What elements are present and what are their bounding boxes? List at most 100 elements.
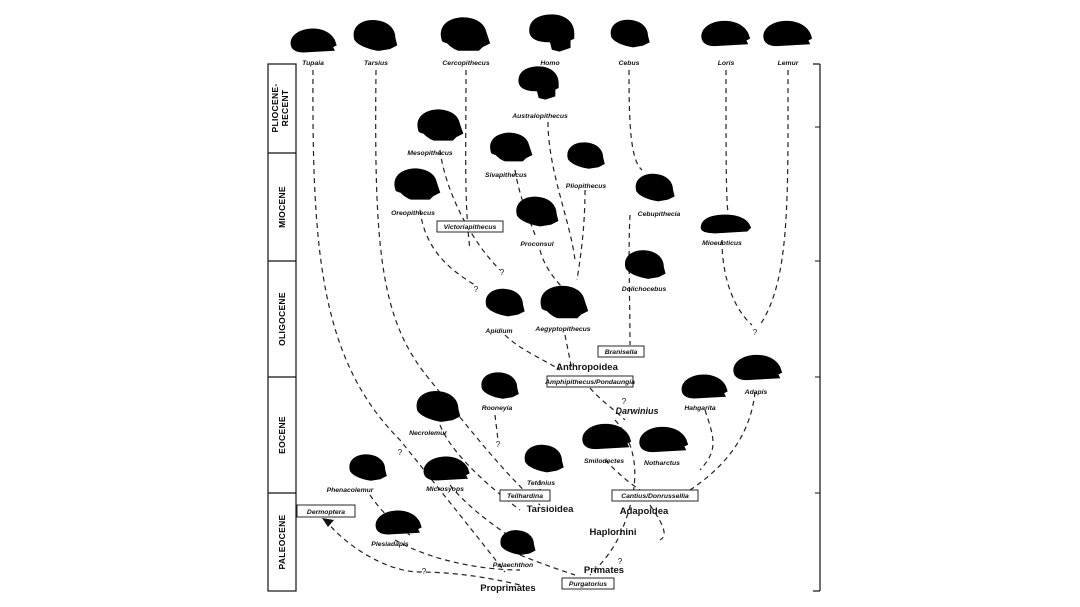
box-teilhardina: [499, 489, 551, 502]
box-victoriapithecus: [436, 220, 504, 233]
lineage-adapis: [689, 391, 756, 491]
extant-labels: Tupaia Tarsius Cercopithecus Homo Cebus …: [302, 60, 799, 67]
skull-cebus-icon: [610, 19, 650, 48]
label-dermoptera: Dermoptera: [307, 509, 345, 516]
label-tarsius: Tarsius: [364, 60, 388, 67]
qmark: ?: [422, 567, 427, 576]
skull-phenacolemur-icon: [349, 454, 387, 481]
group-labels: Anthropoidea Tarsioidea Adapoidea Haplor…: [480, 362, 669, 594]
label-lemur: Lemur: [778, 60, 799, 67]
label-branisella: Branisella: [605, 349, 638, 356]
label-darwinius: Darwinius: [615, 406, 658, 416]
lineage-palaechthon: [519, 554, 576, 576]
label-aegyptopithecus: Aegyptopithecus: [534, 326, 590, 333]
skull-australopithecus-icon: [518, 66, 559, 100]
lineage-pliopithecus: [576, 189, 586, 281]
epoch-frame: [267, 63, 297, 592]
epoch-pliocene-line2: RECENT: [280, 89, 290, 126]
fossil-labels: Australopithecus Mesopithecus Sivapithec…: [327, 113, 768, 569]
qmark: ?: [753, 328, 758, 337]
label-phenacolemur: Phenacolemur: [327, 487, 374, 494]
label-notharctus: Notharctus: [644, 460, 680, 467]
label-purgatorius: Purgatorius: [569, 581, 607, 588]
label-rooneyia: Rooneyia: [482, 405, 513, 412]
skull-tupaia-icon: [290, 28, 337, 53]
label-victoriapithecus: Victoriapithecus: [444, 224, 497, 231]
label-tupaia: Tupaia: [302, 60, 324, 67]
label-smilodectes: Smilodectes: [584, 458, 624, 465]
skull-tetonius-icon: [524, 444, 564, 473]
lineage-lemur: [759, 69, 789, 326]
epoch-oligocene: OLIGOCENE: [277, 292, 287, 346]
label-hahgarita: Hahgarita: [684, 405, 716, 412]
label-necrolemur: Necrolemur: [409, 430, 447, 437]
epoch-column: PLIOCENE- RECENT MIOCENE OLIGOCENE EOCEN…: [267, 63, 297, 592]
label-loris: Loris: [718, 60, 735, 67]
skull-hahgarita-icon: [681, 374, 728, 399]
lineage-australopithecus: [547, 121, 576, 261]
label-teilhardina: Teilhardina: [507, 493, 543, 500]
label-anthropoidea: Anthropoidea: [556, 362, 618, 373]
qmark: ?: [500, 268, 505, 277]
skull-microsyops-icon: [423, 456, 470, 481]
label-cercopithecus: Cercopithecus: [442, 60, 489, 67]
label-pliopithecus: Pliopithecus: [566, 183, 607, 190]
epoch-pliocene-line1: PLIOCENE-: [270, 84, 280, 133]
skull-pliopithecus-icon: [567, 142, 605, 169]
box-branisella: [597, 345, 645, 358]
skull-aegyptopithecus-icon: [540, 285, 589, 319]
skull-loris-icon: [701, 20, 751, 47]
lineage-mesopithecus: [439, 149, 501, 271]
skull-tarsius-icon: [353, 20, 398, 51]
label-mioeuoticus: Mioeuoticus: [702, 240, 742, 247]
dermoptera-arrow: [322, 518, 334, 527]
epoch-paleocene: PALEOCENE: [277, 514, 287, 569]
epoch-eocene: EOCENE: [277, 416, 287, 454]
skull-lemur-icon: [763, 20, 813, 47]
qmark: ?: [618, 557, 623, 566]
lineage-tupaia: [312, 69, 506, 573]
label-palaechthon: Palaechthon: [493, 562, 533, 569]
lineage-cebus: [628, 69, 643, 171]
skull-plesiadapis-icon: [375, 510, 422, 535]
lineage-aegypto: [564, 334, 573, 371]
label-adapis: Adapis: [744, 389, 768, 396]
lineage-anthropoidea: [589, 387, 626, 421]
lineage-loris: [725, 69, 729, 213]
label-cantius: Cantius/Donrussellia: [621, 493, 689, 500]
label-apidium: Apidium: [484, 328, 512, 335]
skull-cebupithecia-icon: [635, 173, 675, 202]
label-sivapithecus: Sivapithecus: [485, 172, 527, 179]
lineage-oreopithecus: [419, 209, 476, 286]
lineage-hahgarita: [699, 409, 714, 471]
label-australopithecus: Australopithecus: [511, 113, 568, 120]
fossil-skulls: [349, 66, 783, 555]
lineage-plesiadapis: [394, 539, 521, 571]
skull-proconsul-icon: [516, 196, 559, 227]
epoch-miocene: MIOCENE: [277, 186, 287, 228]
skull-mesopithecus-icon: [417, 109, 464, 141]
label-cebupithecia: Cebupithecia: [638, 211, 681, 218]
label-microsyops: Microsyops: [426, 486, 464, 493]
qmark: ?: [622, 397, 627, 406]
extant-skulls: [290, 14, 813, 53]
skull-notharctus-icon: [639, 426, 689, 453]
lineage-rooneyia: [494, 414, 499, 441]
skull-mioeuoticus-icon: [700, 214, 752, 234]
label-tarsioidea: Tarsioidea: [527, 504, 575, 515]
lineage-dermoptera: [324, 519, 521, 586]
label-cebus: Cebus: [619, 60, 640, 67]
time-scale-bracket: [813, 63, 821, 592]
skull-adapis-icon: [733, 354, 783, 381]
qmark: ?: [474, 285, 479, 294]
lineage-cebus-root: [628, 214, 631, 346]
lineage-haplorhini: [589, 419, 636, 576]
label-plesiadapis: Plesiadapis: [371, 541, 409, 548]
box-purgatorius: [561, 577, 615, 590]
label-homo: Homo: [540, 60, 559, 67]
box-dermoptera: [296, 504, 356, 518]
label-primates: Primates: [584, 565, 624, 576]
box-cantius: [611, 489, 699, 502]
box-amphipithecus: [546, 375, 634, 388]
